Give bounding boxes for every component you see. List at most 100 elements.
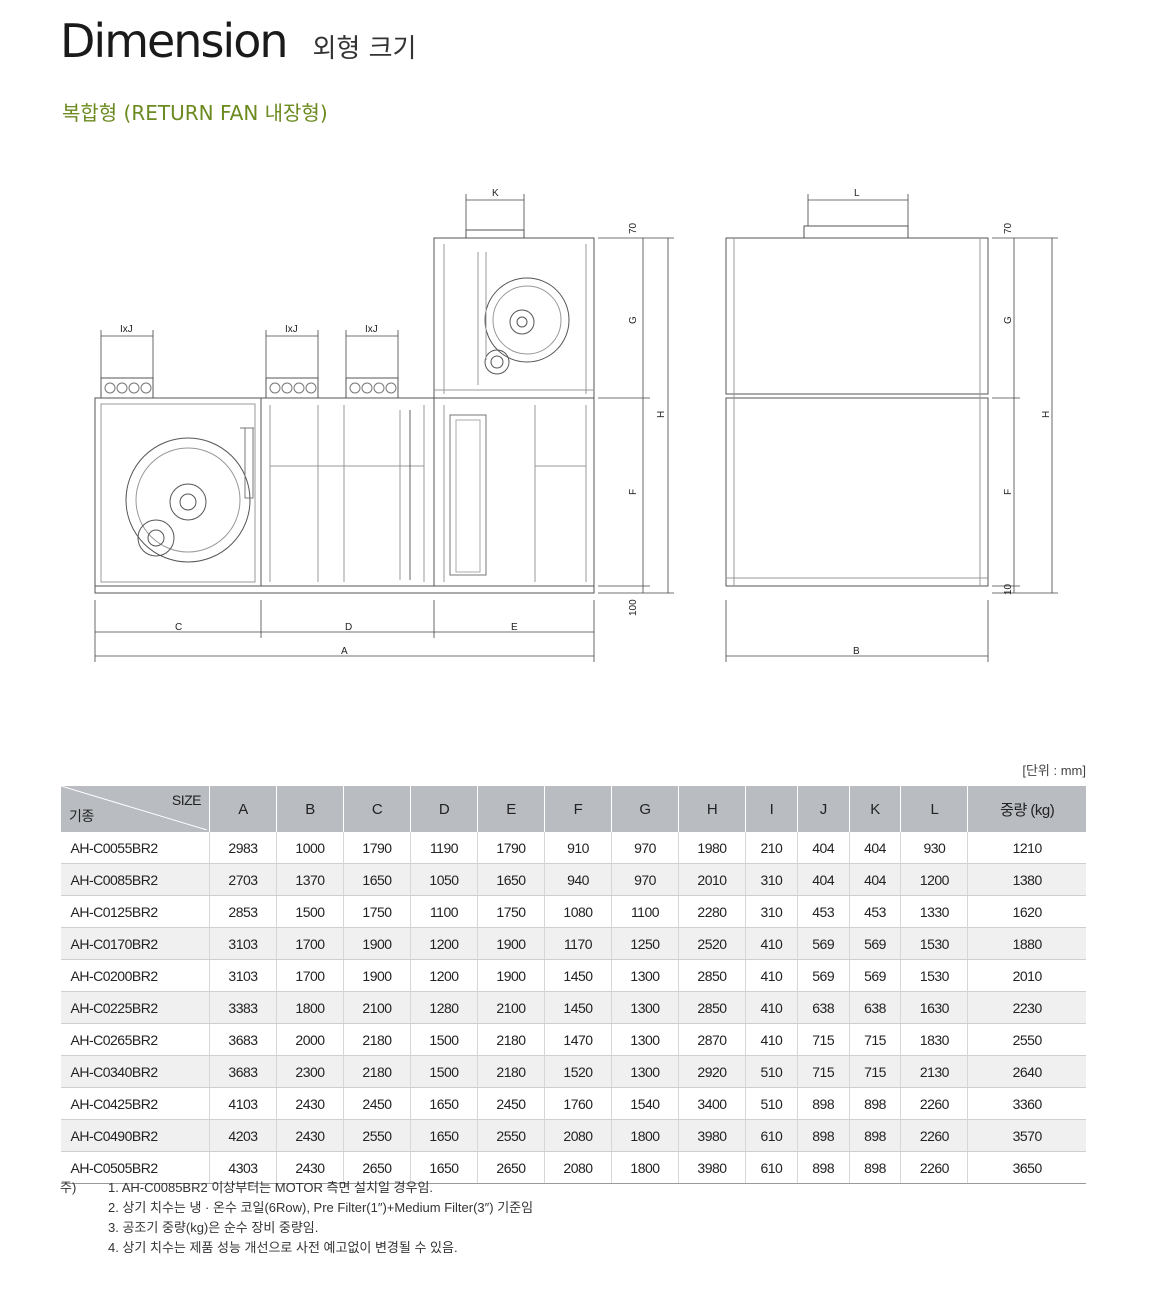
model-cell: AH-C0200BR2 bbox=[60, 959, 210, 992]
label-ixj-2: IxJ bbox=[285, 324, 298, 335]
note-item: 2. 상기 치수는 냉 · 온수 코일(6Row), Pre Filter(1″… bbox=[108, 1200, 534, 1215]
column-header: I bbox=[745, 786, 798, 832]
column-header: J bbox=[796, 786, 850, 832]
label-k: K bbox=[492, 188, 499, 199]
value-cell: 1170 bbox=[544, 927, 612, 960]
column-header: C bbox=[343, 786, 411, 832]
value-cell: 3980 bbox=[678, 1151, 746, 1184]
value-cell: 1620 bbox=[967, 895, 1086, 928]
value-cell: 2100 bbox=[477, 991, 545, 1024]
value-cell: 610 bbox=[745, 1119, 798, 1152]
value-cell: 2550 bbox=[477, 1119, 545, 1152]
value-cell: 2550 bbox=[343, 1119, 411, 1152]
value-cell: 1790 bbox=[343, 832, 411, 864]
value-cell: 2010 bbox=[678, 863, 746, 896]
value-cell: 1500 bbox=[410, 1055, 478, 1088]
inlet-duct-3 bbox=[345, 377, 399, 399]
value-cell: 3980 bbox=[678, 1119, 746, 1152]
value-cell: 1500 bbox=[410, 1023, 478, 1056]
column-header: 중량 (kg) bbox=[967, 786, 1086, 832]
value-cell: 569 bbox=[796, 959, 850, 992]
value-cell: 4303 bbox=[209, 1151, 277, 1184]
outlet-duct-k bbox=[465, 229, 525, 239]
value-cell: 410 bbox=[745, 1023, 798, 1056]
column-header: B bbox=[276, 786, 344, 832]
value-cell: 2180 bbox=[343, 1023, 411, 1056]
column-header: F bbox=[544, 786, 612, 832]
value-cell: 3360 bbox=[967, 1087, 1086, 1120]
value-cell: 4103 bbox=[209, 1087, 277, 1120]
value-cell: 2430 bbox=[276, 1087, 344, 1120]
value-cell: 410 bbox=[745, 991, 798, 1024]
value-cell: 1800 bbox=[611, 1151, 679, 1184]
value-cell: 910 bbox=[544, 832, 612, 864]
value-cell: 1800 bbox=[276, 991, 344, 1024]
value-cell: 404 bbox=[796, 832, 850, 864]
value-cell: 898 bbox=[796, 1151, 850, 1184]
value-cell: 1650 bbox=[477, 863, 545, 896]
value-cell: 404 bbox=[848, 863, 901, 896]
value-cell: 2850 bbox=[678, 991, 746, 1024]
value-cell: 2703 bbox=[209, 863, 277, 896]
label-d: D bbox=[345, 622, 352, 633]
value-cell: 2450 bbox=[343, 1087, 411, 1120]
side-view-top bbox=[725, 237, 989, 395]
value-cell: 453 bbox=[796, 895, 850, 928]
value-cell: 1300 bbox=[611, 1055, 679, 1088]
value-cell: 3650 bbox=[967, 1151, 1086, 1184]
value-cell: 715 bbox=[848, 1055, 901, 1088]
value-cell: 2130 bbox=[900, 1055, 968, 1088]
value-cell: 1210 bbox=[967, 832, 1086, 864]
value-cell: 1200 bbox=[900, 863, 968, 896]
value-cell: 1760 bbox=[544, 1087, 612, 1120]
value-cell: 2650 bbox=[477, 1151, 545, 1184]
return-fan-housing bbox=[484, 277, 570, 363]
value-cell: 569 bbox=[796, 927, 850, 960]
label-g-front: G bbox=[628, 316, 639, 324]
value-cell: 2550 bbox=[967, 1023, 1086, 1056]
notes-list: 1. AH-C0085BR2 이상부터는 MOTOR 측면 설치일 경우임.2.… bbox=[60, 1178, 533, 1258]
value-cell: 940 bbox=[544, 863, 612, 896]
value-cell: 2260 bbox=[900, 1119, 968, 1152]
label-f-front: F bbox=[628, 489, 639, 495]
value-cell: 3103 bbox=[209, 927, 277, 960]
value-cell: 410 bbox=[745, 959, 798, 992]
value-cell: 453 bbox=[848, 895, 901, 928]
column-header: G bbox=[611, 786, 679, 832]
column-header: K bbox=[848, 786, 901, 832]
value-cell: 3103 bbox=[209, 959, 277, 992]
label-70-side: 70 bbox=[1003, 222, 1014, 234]
value-cell: 2260 bbox=[900, 1151, 968, 1184]
model-cell: AH-C0055BR2 bbox=[60, 832, 210, 864]
value-cell: 1900 bbox=[343, 927, 411, 960]
value-cell: 2000 bbox=[276, 1023, 344, 1056]
value-cell: 1750 bbox=[477, 895, 545, 928]
column-header: D bbox=[410, 786, 478, 832]
value-cell: 970 bbox=[611, 832, 679, 864]
value-cell: 1200 bbox=[410, 959, 478, 992]
supply-fan-housing bbox=[125, 437, 251, 563]
label-b: B bbox=[853, 646, 860, 657]
value-cell: 310 bbox=[745, 863, 798, 896]
label-c: C bbox=[175, 622, 182, 633]
corner-diagonal bbox=[61, 786, 207, 830]
label-f-side: F bbox=[1003, 489, 1014, 495]
value-cell: 1450 bbox=[544, 991, 612, 1024]
value-cell: 1900 bbox=[477, 959, 545, 992]
note-item: 4. 상기 치수는 제품 성능 개선으로 사전 예고없이 변경될 수 있음. bbox=[108, 1240, 458, 1255]
value-cell: 898 bbox=[848, 1151, 901, 1184]
value-cell: 3383 bbox=[209, 991, 277, 1024]
label-ixj-3: IxJ bbox=[365, 324, 378, 335]
unit-top-section bbox=[433, 237, 595, 399]
value-cell: 1530 bbox=[900, 927, 968, 960]
model-cell: AH-C0425BR2 bbox=[60, 1087, 210, 1120]
notes-prefix: 주) bbox=[60, 1180, 77, 1195]
value-cell: 2230 bbox=[967, 991, 1086, 1024]
